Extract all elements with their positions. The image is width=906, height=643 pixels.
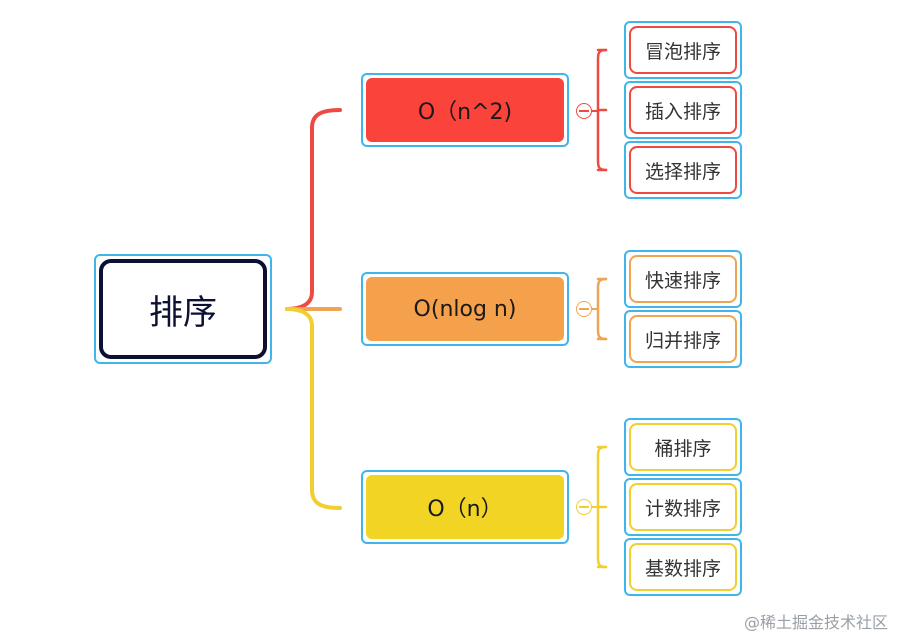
watermark: @稀土掘金技术社区 (743, 613, 888, 632)
collapse-minus-icon[interactable] (576, 103, 592, 119)
leaf-node-counting-sort[interactable]: 计数排序 (629, 483, 737, 531)
leaf-node-radix-sort[interactable]: 基数排序 (629, 543, 737, 591)
branch-node-label: O（n） (427, 497, 503, 522)
collapse-minus-icon[interactable] (576, 499, 592, 515)
leaf-node-label: 桶排序 (654, 437, 712, 460)
leaf-node-label: 冒泡排序 (644, 40, 721, 63)
leaf-node-label: 基数排序 (644, 557, 721, 580)
branch-node-on[interactable]: O（n） (366, 475, 564, 539)
leaf-node-quick-sort[interactable]: 快速排序 (629, 255, 737, 303)
collapse-minus-icon[interactable] (576, 301, 592, 317)
root-node-label: 排序 (149, 292, 217, 333)
leaf-node-selection-sort[interactable]: 选择排序 (629, 146, 737, 194)
root-node[interactable]: 排序 (99, 259, 267, 359)
branch-node-onlogn[interactable]: O(nlog n) (366, 277, 564, 341)
branch-node-label: O（n^2) (417, 100, 513, 125)
leaf-node-bubble-sort[interactable]: 冒泡排序 (629, 26, 737, 74)
leaf-node-label: 计数排序 (644, 497, 721, 520)
root-to-branch-line (285, 307, 342, 510)
leaf-node-label: 归并排序 (644, 329, 721, 352)
root-to-branch-line (285, 108, 342, 311)
branch-node-on2[interactable]: O（n^2) (366, 78, 564, 142)
leaf-node-label: 快速排序 (644, 269, 721, 292)
leaf-node-label: 选择排序 (644, 160, 721, 183)
leaf-node-insertion-sort[interactable]: 插入排序 (629, 86, 737, 134)
branch-node-label: O(nlog n) (413, 296, 517, 322)
leaf-bracket-line (596, 277, 608, 341)
leaf-node-merge-sort[interactable]: 归并排序 (629, 315, 737, 363)
leaf-node-bucket-sort[interactable]: 桶排序 (629, 423, 737, 471)
leaf-node-label: 插入排序 (644, 100, 721, 123)
